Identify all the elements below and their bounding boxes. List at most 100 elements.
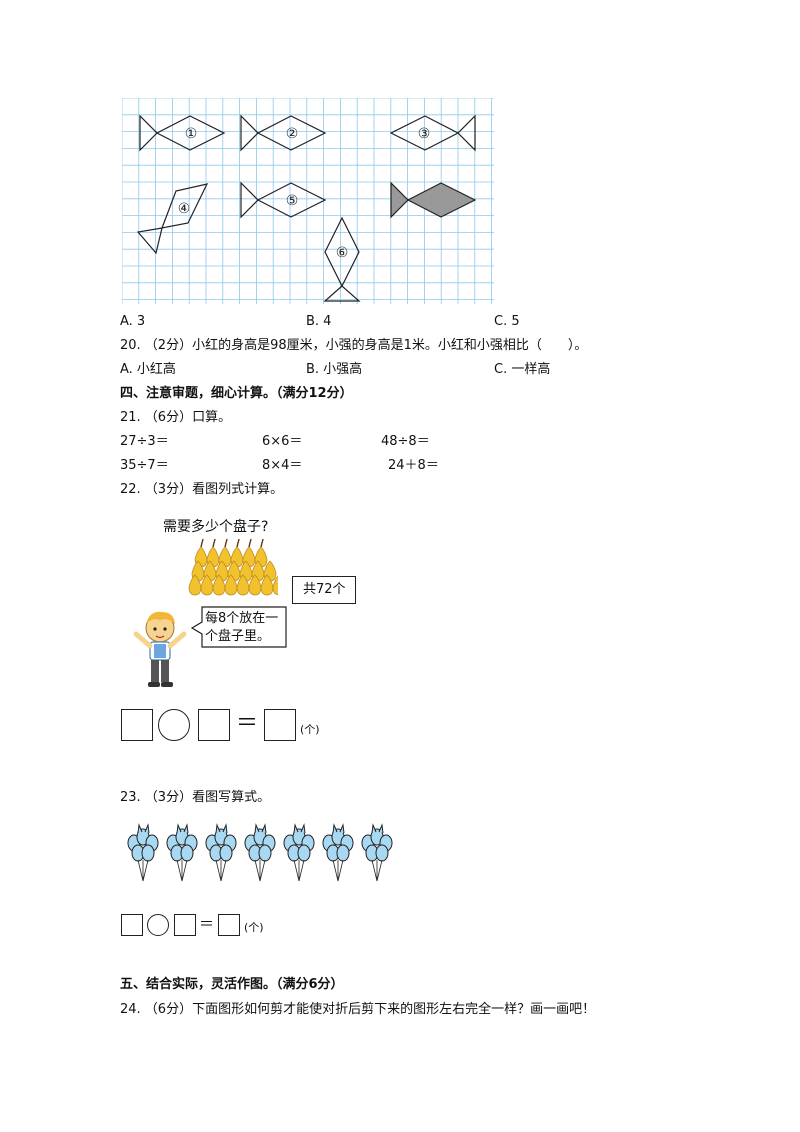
- balloon-string: [137, 859, 144, 882]
- balloon-ear: [371, 823, 377, 834]
- q22-answer-box-2[interactable]: [198, 709, 230, 741]
- balloon: [297, 844, 311, 862]
- q23-equals-sign: ＝: [199, 915, 215, 933]
- pear-stem: [224, 538, 228, 548]
- pear: [188, 574, 202, 596]
- pear: [236, 574, 250, 596]
- balloon-ear: [176, 823, 182, 834]
- q22-question-caption: 需要多少个盘子?: [163, 519, 269, 535]
- q22-operator-circle[interactable]: [158, 709, 190, 741]
- q22-stem: 22. （3分）看图列式计算。: [120, 482, 284, 497]
- balloon-string: [371, 859, 378, 882]
- balloon: [141, 844, 155, 862]
- balloon: [258, 844, 272, 862]
- pears-illustration: [188, 538, 278, 596]
- q24-stem: 24. （6分）下面图形如何剪才能使对折后剪下来的图形左右完全一样？画一画吧！: [120, 1002, 596, 1017]
- q23-answer-box-1[interactable]: [121, 914, 143, 936]
- q22-answer-box-1[interactable]: [121, 709, 153, 741]
- q22-equals-sign: ＝: [236, 711, 259, 736]
- balloon-ear: [222, 823, 228, 834]
- q21-item-2: 6×6＝: [262, 434, 303, 449]
- q23-operator-circle[interactable]: [147, 914, 169, 936]
- fish-5: [240, 181, 327, 219]
- balloon-string: [220, 859, 227, 882]
- balloon-bunch: [205, 823, 237, 882]
- total-box: 共72个: [292, 576, 356, 604]
- balloon-ear: [183, 823, 189, 834]
- balloon-bunch: [127, 823, 159, 882]
- fish-label-2: ②: [286, 126, 299, 142]
- q21-item-4: 35÷7＝: [120, 458, 169, 473]
- fish-4: [136, 183, 209, 255]
- fish-label-1: ①: [185, 126, 198, 142]
- balloon-ear: [339, 823, 345, 834]
- balloon-ear: [332, 823, 338, 834]
- balloon: [336, 844, 350, 862]
- pear: [200, 574, 214, 596]
- q21-stem: 21. （6分）口算。: [120, 410, 232, 425]
- fish-label-3: ③: [418, 126, 431, 142]
- balloon-bunch: [166, 823, 198, 882]
- balloon-ear: [215, 823, 221, 834]
- fish-grid-figure: ① ② ③ ④ ⑤ ⑥: [122, 98, 494, 304]
- section-4-title: 四、注意审题，细心计算。（满分12分）: [120, 386, 353, 401]
- fish-3: [389, 114, 476, 152]
- speech-bubble: [190, 606, 287, 648]
- fish-6: [323, 216, 361, 302]
- balloon-string: [298, 859, 305, 882]
- balloons-illustration: [127, 823, 393, 882]
- balloon-string: [332, 859, 339, 882]
- q23-answer-box-3[interactable]: [218, 914, 240, 936]
- fish-2: [240, 114, 327, 152]
- balloon-string: [176, 859, 183, 882]
- pear-stem: [200, 538, 204, 548]
- pear: [212, 574, 226, 596]
- fish-1: [139, 114, 226, 152]
- balloon-string: [337, 859, 344, 882]
- q23-answer-box-2[interactable]: [174, 914, 196, 936]
- q22-answer-box-3[interactable]: [264, 709, 296, 741]
- total-caption: 共72个: [303, 582, 346, 597]
- balloon-string: [376, 859, 383, 882]
- q21-item-3: 48÷8＝: [381, 434, 430, 449]
- balloon-string: [142, 859, 149, 882]
- section-5-title: 五、结合实际，灵活作图。（满分6分）: [120, 977, 344, 992]
- q20-option-b: B. 小强高: [306, 362, 363, 377]
- fish-label-4: ④: [178, 201, 191, 217]
- balloon: [375, 844, 389, 862]
- balloon-string: [293, 859, 300, 882]
- pear-stem: [248, 538, 252, 548]
- q21-item-5: 8×4＝: [262, 458, 303, 473]
- q20-stem: 20. （2分）小红的身高是98厘米，小强的身高是1米。小红和小强相比（ ）。: [120, 338, 588, 353]
- balloon-ear: [254, 823, 260, 834]
- balloon-ear: [137, 823, 143, 834]
- balloon-bunch: [244, 823, 276, 882]
- fish-shaded: [390, 181, 477, 219]
- balloon-ear: [378, 823, 384, 834]
- balloon-bunch: [283, 823, 315, 882]
- speech-line-2: 个盘子里。: [205, 629, 271, 644]
- pear-stem: [236, 538, 240, 548]
- fish-label-5: ⑤: [286, 193, 299, 209]
- balloon-bunch: [322, 823, 354, 882]
- q21-item-6: 24＋8＝: [388, 458, 439, 473]
- balloon-bunch: [361, 823, 393, 882]
- pear-stem: [212, 538, 216, 548]
- balloon-ear: [293, 823, 299, 834]
- pear-stem: [260, 538, 264, 548]
- balloon-string: [259, 859, 266, 882]
- q20-option-a: A. 小红高: [120, 362, 176, 377]
- pear: [272, 575, 278, 596]
- balloon-ear: [144, 823, 150, 834]
- q23-stem: 23. （3分）看图写算式。: [120, 790, 271, 805]
- balloon-ear: [261, 823, 267, 834]
- balloon-string: [254, 859, 261, 882]
- q20-option-c: C. 一样高: [494, 362, 551, 377]
- q19-option-a: A. 3: [120, 314, 146, 329]
- q19-option-c: C. 5: [494, 314, 520, 329]
- pear: [224, 574, 238, 596]
- pear: [248, 574, 262, 596]
- balloon: [219, 844, 233, 862]
- boy-illustration: [133, 611, 187, 687]
- q21-item-1: 27÷3＝: [120, 434, 169, 449]
